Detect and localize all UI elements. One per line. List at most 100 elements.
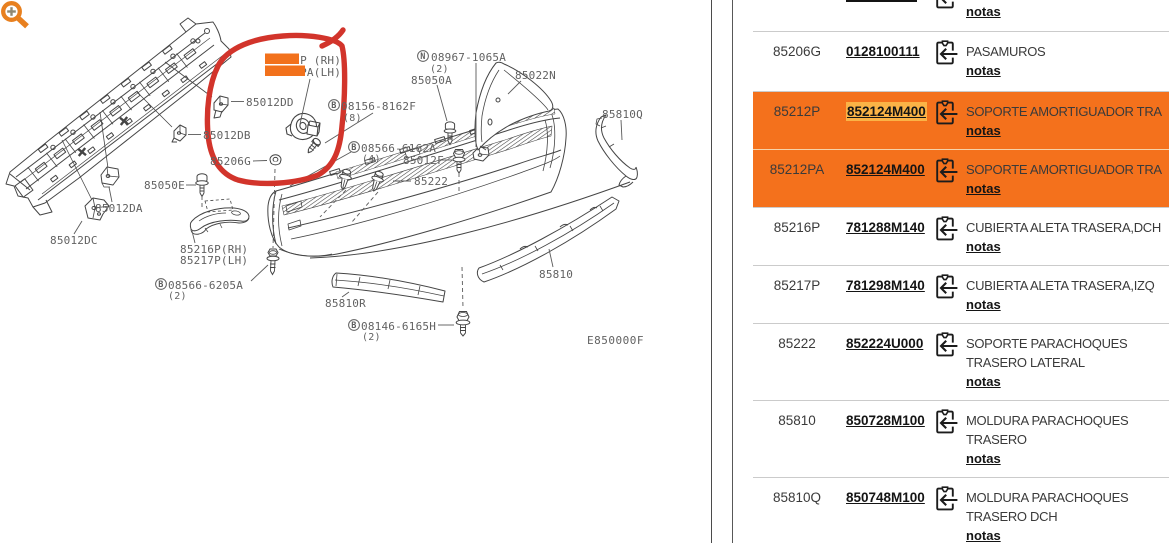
clipboard-arrow-icon[interactable] bbox=[933, 273, 959, 299]
molding-85810Q-drawing bbox=[595, 114, 638, 188]
bracket-85012DB-drawing bbox=[171, 124, 187, 143]
part-number-link[interactable]: 850728M100 bbox=[846, 413, 925, 428]
circled-N-symbol bbox=[417, 50, 429, 62]
diagram-part-label[interactable]: (2) bbox=[362, 332, 381, 343]
description-line: TRASERO LATERAL bbox=[966, 355, 1085, 370]
clipboard-arrow-icon[interactable] bbox=[933, 0, 959, 9]
part-number-link[interactable]: 781298M140 bbox=[846, 278, 925, 293]
screw-6205A-drawing bbox=[266, 248, 280, 276]
notas-link[interactable]: notas bbox=[966, 63, 1001, 78]
clip-85222-right-drawing bbox=[371, 170, 384, 192]
notas-link[interactable]: notas bbox=[966, 4, 1001, 19]
part-description: SOPORTE AMORTIGUADOR TRA notas bbox=[966, 102, 1169, 140]
diagram-part-label[interactable]: 08156-8162F bbox=[341, 100, 416, 113]
assembly-dashed-lines bbox=[201, 168, 464, 309]
clipboard-arrow-icon[interactable] bbox=[933, 331, 959, 357]
part-number-cell: 852224U000 bbox=[846, 334, 923, 353]
part-ref: 85212P bbox=[773, 104, 821, 119]
description-line: SOPORTE AMORTIGUADOR TRA bbox=[966, 162, 1162, 177]
part-number-cell: 850748M100 bbox=[846, 488, 925, 507]
part-ref: 85216P bbox=[773, 220, 821, 235]
part-ref: 85206G bbox=[772, 44, 822, 59]
bolt-85050E-drawing bbox=[195, 173, 209, 198]
diagram-part-label[interactable]: (4) bbox=[362, 154, 381, 165]
bolt-6165H-drawing bbox=[455, 311, 471, 337]
zoom-in-icon[interactable] bbox=[1, 1, 29, 29]
diagram-part-label[interactable]: 85810R bbox=[325, 297, 366, 310]
diagram-part-label[interactable]: 85012DD bbox=[246, 96, 294, 109]
bracket-85012DD-drawing bbox=[213, 95, 229, 119]
diagram-part-label[interactable]: 85217P(LH) bbox=[180, 254, 248, 267]
search-term-highlight: 852124M400 bbox=[846, 102, 927, 121]
clipboard-arrow-icon[interactable] bbox=[933, 99, 959, 125]
part-ref: 85222 bbox=[778, 336, 816, 351]
circled-letter: B bbox=[351, 143, 356, 153]
diagram-part-label[interactable]: 85022N bbox=[515, 69, 556, 82]
part-number-link[interactable]: 852124M400 bbox=[846, 102, 927, 121]
part-description: PASAMUROS notas bbox=[966, 42, 1169, 80]
part-number-link[interactable]: 852124M400 bbox=[846, 162, 925, 177]
notas-link[interactable]: notas bbox=[966, 528, 1001, 543]
part-number-link[interactable]: 0128100111 bbox=[846, 44, 920, 59]
shock-bracket-drawing bbox=[285, 112, 321, 154]
clipboard-arrow-icon[interactable] bbox=[933, 215, 959, 241]
clipboard-arrow-icon[interactable] bbox=[933, 157, 959, 183]
red-annotation-circle bbox=[204, 27, 348, 187]
diagram-part-label[interactable]: 85216P(RH) bbox=[180, 243, 248, 256]
diagram-part-label[interactable]: 85810Q bbox=[602, 108, 643, 121]
part-number-link[interactable]: 852224U000 bbox=[846, 336, 924, 351]
diagram-part-label[interactable]: 08566-6205A bbox=[168, 279, 243, 292]
description-line: SOPORTE AMORTIGUADOR TRA bbox=[966, 104, 1162, 119]
diagram-part-label[interactable]: 85012DB bbox=[203, 129, 251, 142]
notas-link[interactable]: notas bbox=[966, 374, 1001, 389]
part-number-link[interactable]: 781288M140 bbox=[846, 220, 925, 235]
diagram-part-label[interactable]: (2) bbox=[168, 291, 187, 302]
clipboard-arrow-icon[interactable] bbox=[933, 485, 959, 511]
circled-B-symbol bbox=[348, 319, 360, 331]
bracket-85012DC-drawing bbox=[84, 197, 110, 221]
part-ref: 85810 bbox=[778, 413, 816, 428]
part-number-link[interactable]: 850748M100 bbox=[846, 490, 925, 505]
notas-link[interactable]: notas bbox=[966, 451, 1001, 466]
screw-85012F-drawing bbox=[452, 149, 466, 174]
table-row: 85212P 852124M400 SOPORTE AMORTIGUADOR T… bbox=[753, 91, 1169, 149]
description-line: PASAMUROS bbox=[966, 44, 1046, 59]
diagram-part-label[interactable]: 85012DA bbox=[95, 202, 143, 215]
diagram-part-label[interactable]: 08566-6162A bbox=[361, 142, 436, 155]
diagram-part-label[interactable]: 85050E bbox=[144, 179, 185, 192]
notas-link[interactable]: notas bbox=[966, 239, 1001, 254]
diagram-part-label[interactable]: 85012F bbox=[403, 154, 444, 167]
diagram-part-label[interactable]: (8) bbox=[343, 113, 362, 124]
diagram-part-label[interactable]: 85222 bbox=[414, 175, 448, 188]
clipboard-arrow-icon[interactable] bbox=[933, 408, 959, 434]
clipboard-arrow-icon[interactable] bbox=[933, 39, 959, 65]
parts-diagram[interactable]: 85212P (RH)85212PA(LH)85012DD85012DB8520… bbox=[0, 0, 711, 543]
description-line: SOPORTE PARACHOQUES bbox=[966, 336, 1128, 351]
diagram-part-label[interactable]: (2) bbox=[430, 64, 449, 75]
part-number-cell: 781298M140 bbox=[846, 276, 925, 295]
diagram-part-label[interactable]: 85206G bbox=[210, 155, 251, 168]
notas-link[interactable]: notas bbox=[966, 297, 1001, 312]
pane-divider-line-right bbox=[732, 0, 733, 543]
diagram-part-label[interactable]: 08146-6165H bbox=[361, 320, 436, 333]
notas-link[interactable]: notas bbox=[966, 123, 1001, 138]
part-number-cell: 850728M100 bbox=[846, 411, 925, 430]
table-row: 85217P 781298M140 CUBIERTA ALETA TRASERA… bbox=[753, 265, 1169, 323]
diagram-part-label[interactable]: 85810 bbox=[539, 268, 573, 281]
notas-link[interactable]: notas bbox=[966, 181, 1001, 196]
description-line: MOLDURA PARACHOQUES bbox=[966, 490, 1129, 505]
diagram-part-label[interactable]: 85050A bbox=[411, 74, 452, 87]
diagram-part-label[interactable]: 85012DC bbox=[50, 234, 98, 247]
part-number-cell: 781288M140 bbox=[846, 218, 925, 237]
molding-85810-drawing bbox=[476, 196, 620, 283]
part-description: notas bbox=[966, 0, 1169, 21]
diagram-part-label[interactable]: 08967-1065A bbox=[431, 51, 506, 64]
cover-85216P-drawing bbox=[189, 198, 250, 235]
description-line: TRASERO DCH bbox=[966, 509, 1058, 524]
circled-letter: B bbox=[331, 101, 336, 111]
part-description: MOLDURA PARACHOQUES TRASERO DCH notas bbox=[966, 488, 1169, 543]
